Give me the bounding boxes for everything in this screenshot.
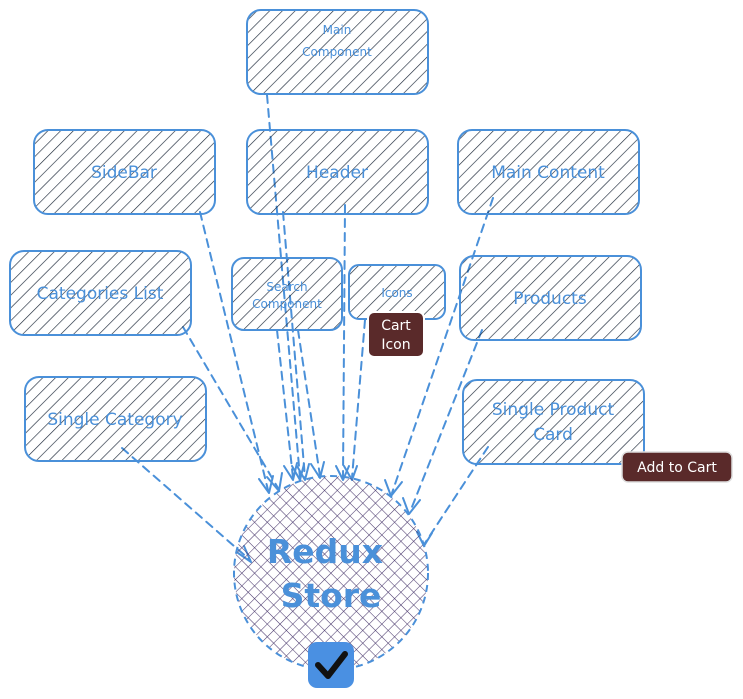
box-categories-list: Categories List bbox=[9, 250, 192, 336]
main-content-label: Main Content bbox=[491, 163, 605, 183]
tag-add-to-cart: Add to Cart bbox=[621, 451, 733, 483]
box-search-component: Search Component bbox=[231, 257, 343, 331]
arrow-search2-to-store bbox=[297, 329, 321, 477]
arrow-sidebar-to-store bbox=[199, 211, 269, 491]
arrow-header-to-store bbox=[282, 211, 306, 479]
arrow-categories-to-store bbox=[182, 326, 279, 489]
tag-cart-icon: Cart Icon bbox=[367, 311, 425, 358]
store-label-1: Redux bbox=[267, 532, 383, 571]
box-main-component: Main Component bbox=[246, 9, 429, 95]
single-product-label-2: Card bbox=[533, 425, 573, 445]
icons-label: Icons bbox=[381, 286, 412, 300]
main-component-label-1: Main bbox=[323, 23, 352, 37]
add-to-cart-label: Add to Cart bbox=[637, 460, 717, 476]
cart-icon-label-2: Icon bbox=[381, 337, 410, 353]
arrow-maincontent-to-store bbox=[391, 197, 494, 494]
header-label: Header bbox=[306, 163, 368, 183]
search-component-label-1: Search bbox=[266, 280, 307, 294]
box-header: Header bbox=[246, 129, 429, 215]
redux-store: Redux Store bbox=[233, 475, 429, 671]
sidebar-label: SideBar bbox=[91, 163, 157, 183]
arrow-header2-to-store bbox=[342, 204, 346, 479]
single-category-label: Single Category bbox=[47, 410, 182, 430]
arrow-icons-to-store bbox=[351, 319, 366, 479]
box-single-product-card: Single Product Card bbox=[462, 379, 645, 465]
arrow-search-to-store bbox=[276, 329, 294, 479]
main-component-label-2: Component bbox=[302, 45, 372, 59]
box-single-category: Single Category bbox=[24, 376, 207, 462]
box-products: Products bbox=[459, 255, 642, 341]
search-component-label-2: Component bbox=[252, 297, 322, 311]
box-sidebar: SideBar bbox=[33, 129, 216, 215]
box-main-content: Main Content bbox=[457, 129, 640, 215]
store-label-2: Store bbox=[281, 576, 382, 615]
box-icons: Icons bbox=[348, 264, 446, 320]
categories-list-label: Categories List bbox=[37, 284, 164, 304]
cart-icon-label-1: Cart bbox=[381, 318, 411, 334]
arrow-products-to-store bbox=[409, 329, 483, 513]
single-product-label-1: Single Product bbox=[492, 400, 615, 420]
check-icon bbox=[308, 642, 354, 688]
arrow-singlecat-to-store bbox=[121, 447, 251, 561]
products-label: Products bbox=[513, 289, 587, 309]
